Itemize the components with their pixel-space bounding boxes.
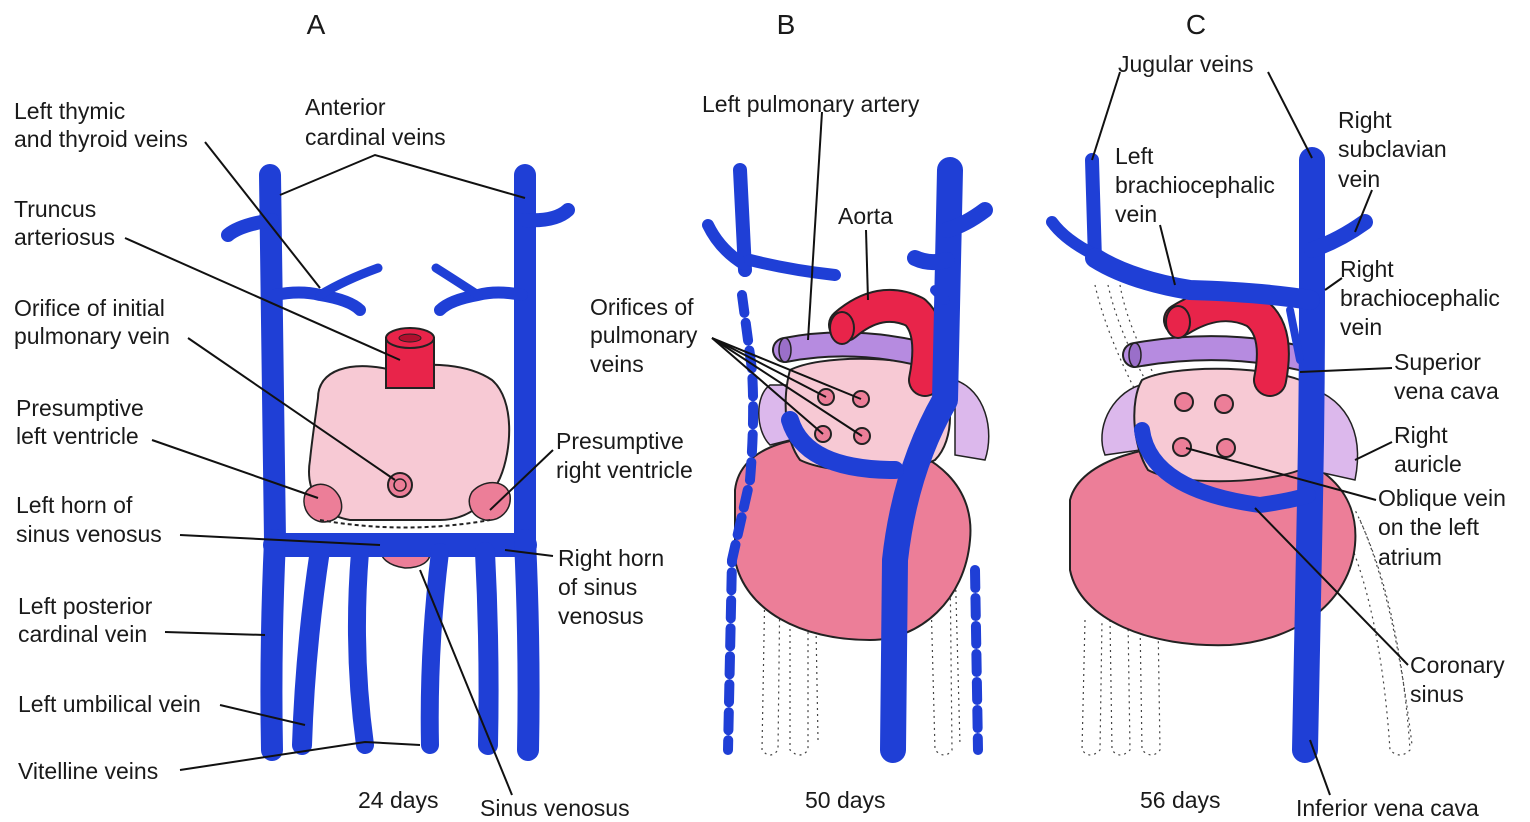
label-left-post-2: cardinal vein: [18, 621, 147, 647]
label-aorta: Aorta: [838, 203, 893, 229]
label-left-brachio-3: vein: [1115, 201, 1157, 227]
label-left-brachio-1: Left: [1115, 143, 1154, 169]
label-left-thymic-1: Left thymic: [14, 98, 125, 124]
presumptive-right-ventricle: [469, 483, 510, 521]
label-left-post-1: Left posterior: [18, 593, 153, 619]
label-pres-right-1: Presumptive: [556, 428, 684, 454]
truncus-arteriosus-lumen: [399, 334, 421, 342]
label-right-brachio-1: Right: [1340, 256, 1394, 282]
label-left-pulmonary-artery: Left pulmonary artery: [702, 91, 920, 117]
label-left-horn-2: sinus venosus: [16, 521, 162, 547]
label-right-subclavian-2: subclavian: [1338, 136, 1447, 162]
label-left-umbilical: Left umbilical vein: [18, 691, 201, 717]
pulmonary-artery-left-end: [779, 338, 791, 362]
label-right-subclavian-1: Right: [1338, 107, 1392, 133]
aorta-c-opening: [1166, 306, 1190, 338]
label-right-subclavian-3: vein: [1338, 166, 1380, 192]
label-anterior-cardinal-2: cardinal veins: [305, 124, 446, 150]
aorta-b-opening: [830, 312, 854, 344]
label-oblique-1: Oblique vein: [1378, 485, 1506, 511]
panel-a-letter: A: [307, 9, 326, 40]
label-vitelline: Vitelline veins: [18, 758, 158, 784]
label-right-auricle-1: Right: [1394, 422, 1448, 448]
panel-b-letter: B: [777, 9, 796, 40]
label-jugular: Jugular veins: [1118, 51, 1254, 77]
label-coronary-2: sinus: [1410, 681, 1464, 707]
label-truncus-1: Truncus: [14, 196, 96, 222]
label-right-brachio-2: brachiocephalic: [1340, 285, 1500, 311]
panel-c-letter: C: [1186, 9, 1206, 40]
label-pres-right-2: right ventricle: [556, 457, 693, 483]
heart-a-dashed-outline: [320, 520, 490, 528]
label-truncus-2: arteriosus: [14, 224, 115, 250]
label-right-horn-2: of sinus: [558, 574, 637, 600]
panel-c: C: [1052, 9, 1506, 821]
label-left-brachio-2: brachiocephalic: [1115, 172, 1275, 198]
label-orifice-1: Orifice of initial: [14, 295, 165, 321]
label-sinus-venosus: Sinus venosus: [480, 795, 630, 821]
veins-b: [708, 170, 985, 750]
label-right-brachio-3: vein: [1340, 314, 1382, 340]
pulmonary-artery-c-left-end: [1129, 343, 1141, 367]
right-auricle-b: [955, 380, 989, 460]
label-orifice-2: pulmonary vein: [14, 323, 170, 349]
panel-b: B: [590, 9, 989, 813]
label-oblique-2: on the left: [1378, 514, 1480, 540]
label-svc-1: Superior: [1394, 349, 1481, 375]
label-right-horn-3: venosus: [558, 603, 644, 629]
label-right-horn-1: Right horn: [558, 545, 664, 571]
label-svc-2: vena cava: [1394, 378, 1499, 404]
label-left-thymic-2: and thyroid veins: [14, 126, 188, 152]
panel-b-days: 50 days: [805, 787, 886, 813]
label-ivc: Inferior vena cava: [1296, 795, 1479, 821]
label-left-horn-1: Left horn of: [16, 492, 133, 518]
label-coronary-1: Coronary: [1410, 652, 1505, 678]
label-pres-left-2: left ventricle: [16, 423, 139, 449]
label-orifices-3: veins: [590, 351, 644, 377]
label-orifices-2: pulmonary: [590, 322, 698, 348]
panel-a-days: 24 days: [358, 787, 439, 813]
panel-c-days: 56 days: [1140, 787, 1221, 813]
label-orifices-1: Orifices of: [590, 294, 694, 320]
label-right-auricle-2: auricle: [1394, 451, 1462, 477]
label-pres-left-1: Presumptive: [16, 395, 144, 421]
panel-a: A: [14, 9, 693, 821]
label-anterior-cardinal-1: Anterior: [305, 94, 386, 120]
label-oblique-3: atrium: [1378, 544, 1442, 570]
